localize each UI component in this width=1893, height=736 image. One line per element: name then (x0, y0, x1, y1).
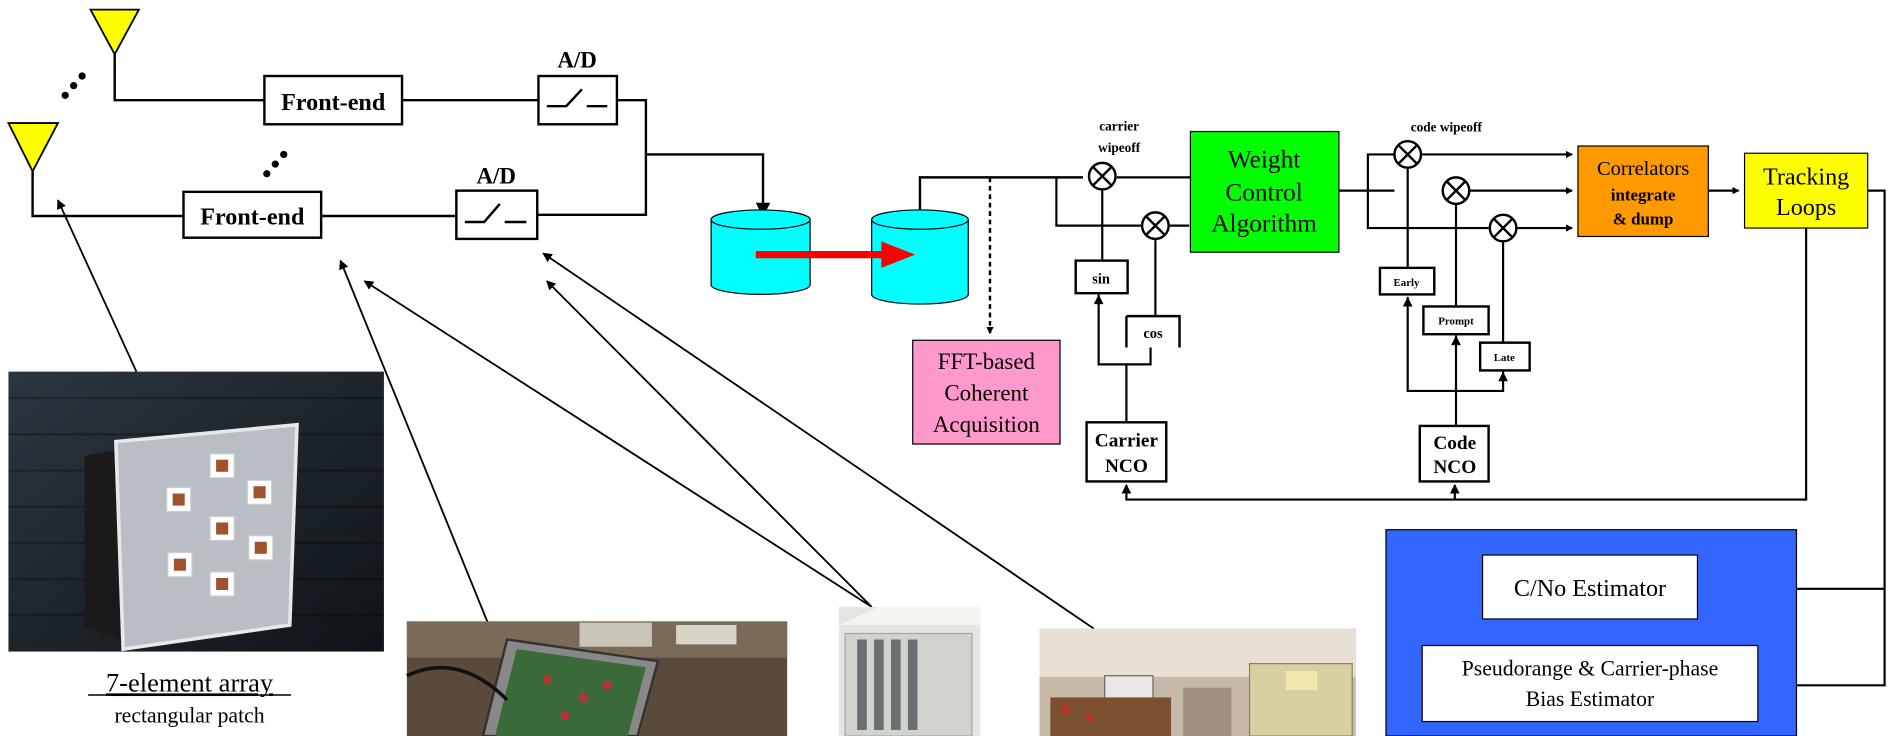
ad-top-label: A/D (557, 48, 596, 73)
code-mixer-3-icon (1490, 215, 1517, 242)
code-nco-line-2: NCO (1433, 457, 1476, 478)
antenna-icon-bottom (8, 123, 57, 171)
tracking-line-2: Loops (1776, 194, 1836, 221)
correlators-line-2: integrate (1611, 185, 1676, 204)
frontend-bottom-label: Front-end (200, 203, 305, 230)
bias-estimator-line-1: Pseudorange & Carrier-phase (1462, 657, 1719, 681)
cno-estimator-label: C/No Estimator (1514, 575, 1666, 602)
late-label: Late (1494, 352, 1515, 364)
carrier-mixer-1-icon (1089, 163, 1116, 190)
lab-setup-photo (1039, 629, 1355, 736)
array-subcaption: rectangular patch (114, 704, 264, 728)
prompt-block: Prompt (1423, 306, 1488, 334)
fft-line-2: Coherent (944, 381, 1029, 406)
late-block: Late (1480, 343, 1529, 371)
frontend-bottom-block: Front-end (184, 192, 322, 238)
cos-label: cos (1143, 326, 1163, 342)
carrier-nco-block: Carrier NCO (1087, 422, 1167, 481)
carrier-wipeoff-label-1: carrier (1099, 118, 1139, 133)
frontend-top-block: Front-end (264, 76, 402, 124)
ellipsis-dots-icon (62, 72, 288, 177)
bias-estimator-line-2: Bias Estimator (1526, 687, 1655, 711)
weight-control-block: Weight Control Algorithm (1190, 132, 1338, 253)
fft-acquisition-block: FFT-based Coherent Acquisition (913, 340, 1060, 444)
code-nco-line-1: Code (1433, 433, 1476, 454)
cos-block: cos (1126, 316, 1179, 347)
code-nco-block: Code NCO (1420, 426, 1489, 482)
correlators-line-3: & dump (1613, 209, 1674, 228)
ad-chassis-photo (839, 607, 980, 736)
code-mixer-2-icon (1443, 177, 1470, 204)
carrier-nco-line-2: NCO (1105, 456, 1148, 477)
fft-line-1: FFT-based (938, 349, 1036, 374)
frontend-top-label: Front-end (281, 89, 386, 116)
sin-block: sin (1076, 261, 1128, 294)
tracking-loops-block: Tracking Loops (1745, 153, 1868, 228)
estimator-panel: C/No Estimator Pseudorange & Carrier-pha… (1386, 530, 1796, 736)
correlators-block: Correlators integrate & dump (1578, 146, 1708, 236)
weight-line-1: Weight (1228, 146, 1301, 174)
ad-converter-bottom: A/D (456, 163, 537, 238)
antenna-array-photo (8, 372, 383, 652)
ad-converter-top: A/D (538, 48, 616, 125)
code-wipeoff-label: code wipeoff (1411, 120, 1483, 135)
early-label: Early (1394, 277, 1421, 289)
arrowhead-icon (1094, 294, 1104, 304)
sin-label: sin (1092, 272, 1110, 288)
fft-line-3: Acquisition (933, 412, 1041, 437)
tracking-line-1: Tracking (1763, 164, 1849, 191)
weight-line-3: Algorithm (1211, 210, 1317, 238)
frontend-hardware-photo (407, 621, 787, 736)
prompt-label: Prompt (1438, 316, 1474, 328)
carrier-nco-line-1: Carrier (1095, 430, 1159, 451)
correlators-line-1: Correlators (1597, 158, 1689, 180)
code-mixer-1-icon (1394, 141, 1421, 168)
ad-bottom-label: A/D (476, 163, 515, 188)
carrier-mixer-2-icon (1142, 212, 1169, 239)
array-caption: 7-element array (106, 667, 274, 697)
early-block: Early (1380, 268, 1434, 295)
weight-line-2: Control (1225, 178, 1302, 206)
antenna-icon-top (91, 10, 139, 55)
carrier-wipeoff-label-2: wipeoff (1098, 140, 1141, 155)
code-wires (1408, 169, 1503, 426)
